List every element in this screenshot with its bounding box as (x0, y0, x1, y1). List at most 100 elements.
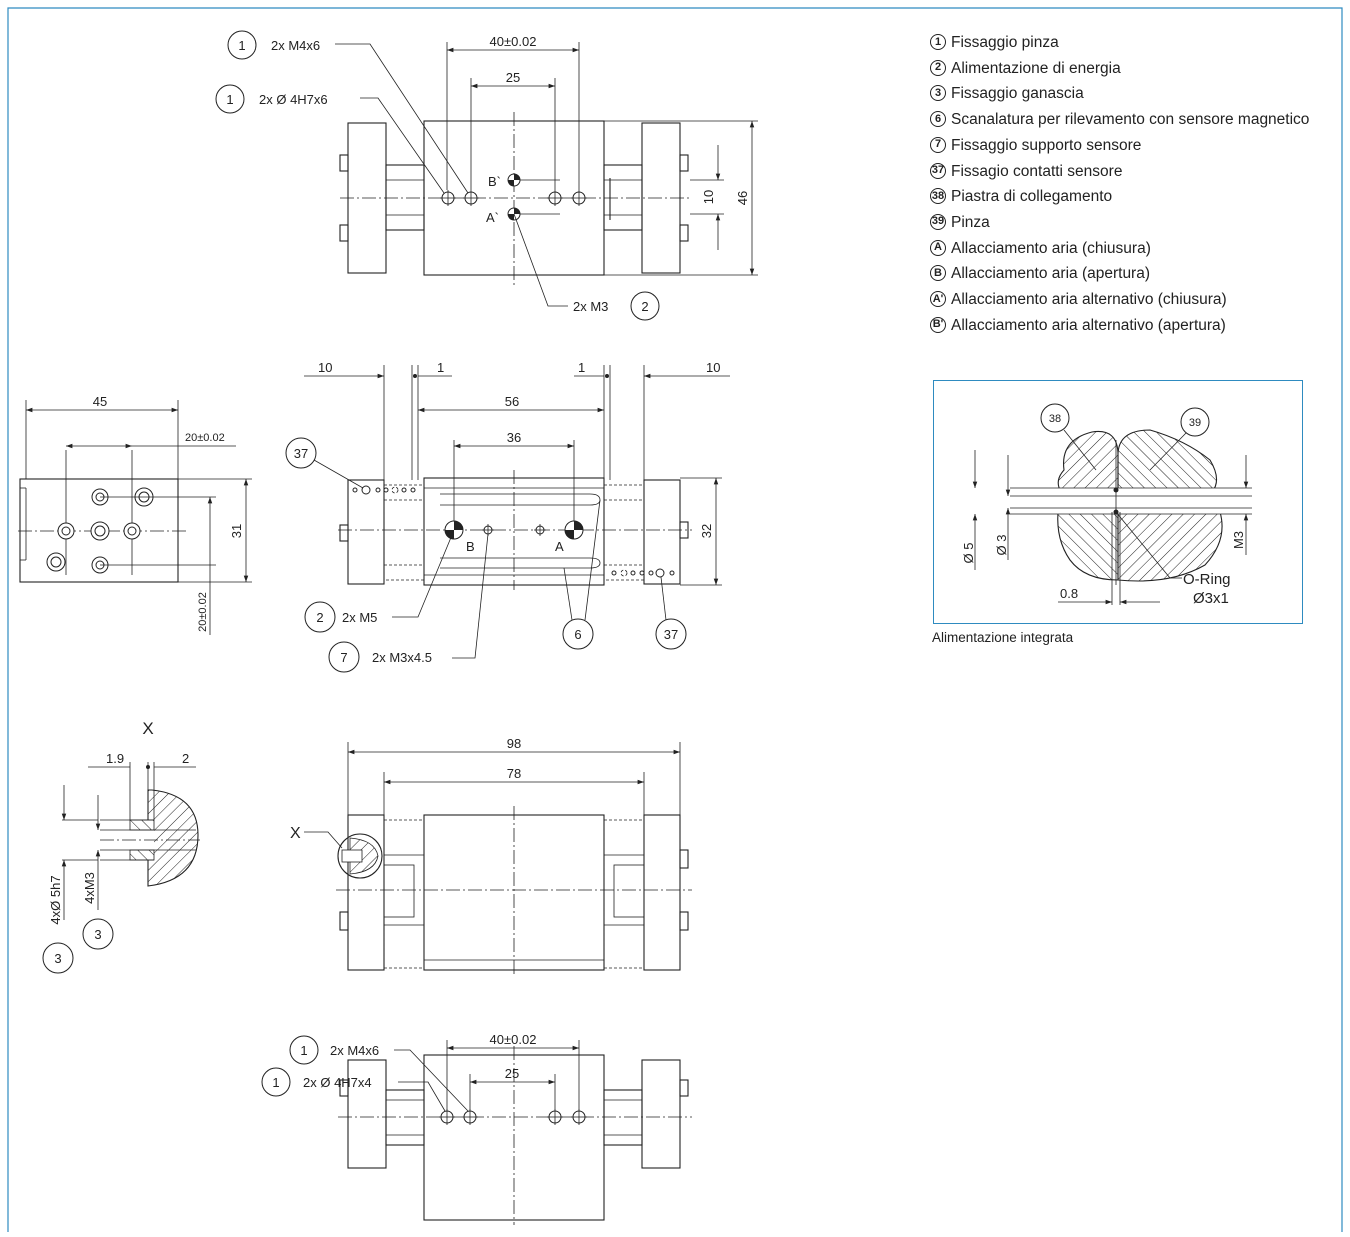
legend-number: 39 (930, 213, 946, 230)
side-view: 20±0.02 45 20±0.02 31 (18, 394, 252, 635)
legend-text: Fissagio contatti sensore (951, 162, 1123, 180)
callout-2-top (630, 291, 660, 321)
legend-item: 3 Fissaggio ganascia (930, 81, 1340, 107)
legend-text: Alimentazione di energia (951, 59, 1121, 77)
dim-2: 2 (182, 751, 189, 766)
legend-number: 3 (930, 85, 946, 102)
svg-text:2: 2 (641, 299, 648, 314)
callout-3-a (82, 918, 114, 950)
legend-number: 1 (930, 34, 946, 50)
svg-text:7: 7 (340, 650, 347, 665)
sensor-holes-left (352, 485, 416, 495)
port-a (564, 520, 584, 540)
callout-3-b (42, 942, 74, 974)
legend-text: Piastra di collegamento (951, 188, 1113, 206)
callout-1-top (227, 30, 257, 60)
svg-text:2: 2 (316, 610, 323, 625)
legend-item: B' Allacciamento aria alternativo (apertu… (930, 313, 1340, 339)
label-m5: 2x M5 (342, 610, 377, 625)
callout-37-left (285, 437, 317, 469)
svg-text:3: 3 (54, 951, 61, 966)
dim-25: 25 (506, 70, 520, 85)
dim-10: 10 (701, 190, 716, 204)
top-view: B` A` 1 2x M4x6 1 2x Ø 4H7x6 40±0.02 25 … (215, 30, 758, 321)
dim-m3: M3 (1231, 531, 1246, 549)
legend-text: Allacciamento aria (chiusura) (951, 239, 1151, 257)
svg-text:3: 3 (94, 927, 101, 942)
sheet-frame (7, 7, 1343, 1232)
legend: 1 Fissaggio pinza 2 Alimentazione di energi… (930, 30, 1340, 338)
legend-number: A' (930, 291, 946, 308)
detail-frame (933, 380, 1303, 624)
svg-text:38: 38 (1049, 413, 1061, 425)
label-m3x45: 2x M3x4.5 (372, 650, 432, 665)
detail-x-marker (337, 833, 383, 879)
svg-text:39: 39 (1189, 417, 1201, 429)
dim-1-right: 1 (578, 360, 585, 375)
legend-number: A (930, 239, 946, 256)
label-x: X (290, 825, 301, 842)
port-b-prime-label: B` (488, 174, 501, 189)
side-body (19, 478, 179, 583)
lower-view: 1 2x M4x6 1 2x Ø 4H7x4 40±0.02 25 (261, 1032, 692, 1225)
legend-item: B Allacciamento aria (apertura) (930, 261, 1340, 287)
legend-text: Scanalatura per rilevamento con sensore … (951, 111, 1310, 129)
dim-78: 78 (507, 766, 521, 781)
bottom-view: X 98 78 (290, 736, 692, 975)
legend-item: 2 Alimentazione di energia (930, 56, 1340, 82)
legend-number: B' (930, 316, 946, 333)
legend-text: Fissaggio ganascia (951, 85, 1084, 103)
dim-36: 36 (507, 430, 521, 445)
legend-text: Allacciamento aria alternativo (apertura… (951, 316, 1226, 334)
legend-text: Allacciamento aria (apertura) (951, 265, 1151, 283)
legend-item: 38 Piastra di collegamento (930, 184, 1340, 210)
callout-2-front (304, 601, 336, 633)
dim-1-9: 1.9 (106, 751, 124, 766)
svg-text:1: 1 (300, 1043, 307, 1058)
dim-d5: Ø 5 (961, 543, 976, 564)
label-m3: 2x M3 (573, 299, 608, 314)
dim-45: 45 (93, 394, 107, 409)
dim-d3: Ø 3 (994, 535, 1009, 556)
sensor-holes-right (611, 568, 675, 578)
front-left-jaw (347, 479, 385, 585)
legend-number: 7 (930, 136, 946, 153)
svg-text:1: 1 (272, 1075, 279, 1090)
front-right-jaw (643, 479, 681, 585)
legend-item: 37 Fissagio contatti sensore (930, 159, 1340, 185)
svg-text:37: 37 (294, 446, 308, 461)
dim-56: 56 (505, 394, 519, 409)
legend-number: B (930, 265, 946, 282)
dim-10-right: 10 (706, 360, 720, 375)
oring-label: O-Ring (1183, 571, 1231, 588)
label-5h7: 4xØ 5h7 (48, 875, 63, 924)
svg-text:1: 1 (238, 38, 245, 53)
mounting-holes (440, 190, 587, 206)
side-holes (46, 487, 154, 574)
port-b-label: B (466, 539, 475, 554)
lower-dim-25: 25 (505, 1066, 519, 1081)
legend-number: 37 (930, 162, 946, 179)
callout-6 (562, 618, 594, 650)
dim-20-top: 20±0.02 (185, 432, 225, 444)
legend-number: 2 (930, 59, 946, 76)
port-a-label: A (555, 539, 564, 554)
callout-7 (328, 641, 360, 673)
front-view: B A 10 1 1 10 56 36 32 37 2 2x M5 (285, 360, 730, 673)
dim-40: 40±0.02 (490, 34, 537, 49)
dim-20-bottom: 20±0.02 (197, 592, 209, 632)
port-a-prime-label: A` (486, 210, 499, 225)
legend-text: Fissaggio pinza (951, 34, 1059, 51)
detail-x-title: X (142, 719, 153, 738)
svg-text:6: 6 (574, 627, 581, 642)
label-m4x6: 2x M4x6 (271, 38, 320, 53)
legend-number: 38 (930, 188, 946, 205)
callout-39 (1180, 407, 1210, 437)
dim-31: 31 (229, 524, 244, 538)
callout-38 (1040, 403, 1070, 433)
